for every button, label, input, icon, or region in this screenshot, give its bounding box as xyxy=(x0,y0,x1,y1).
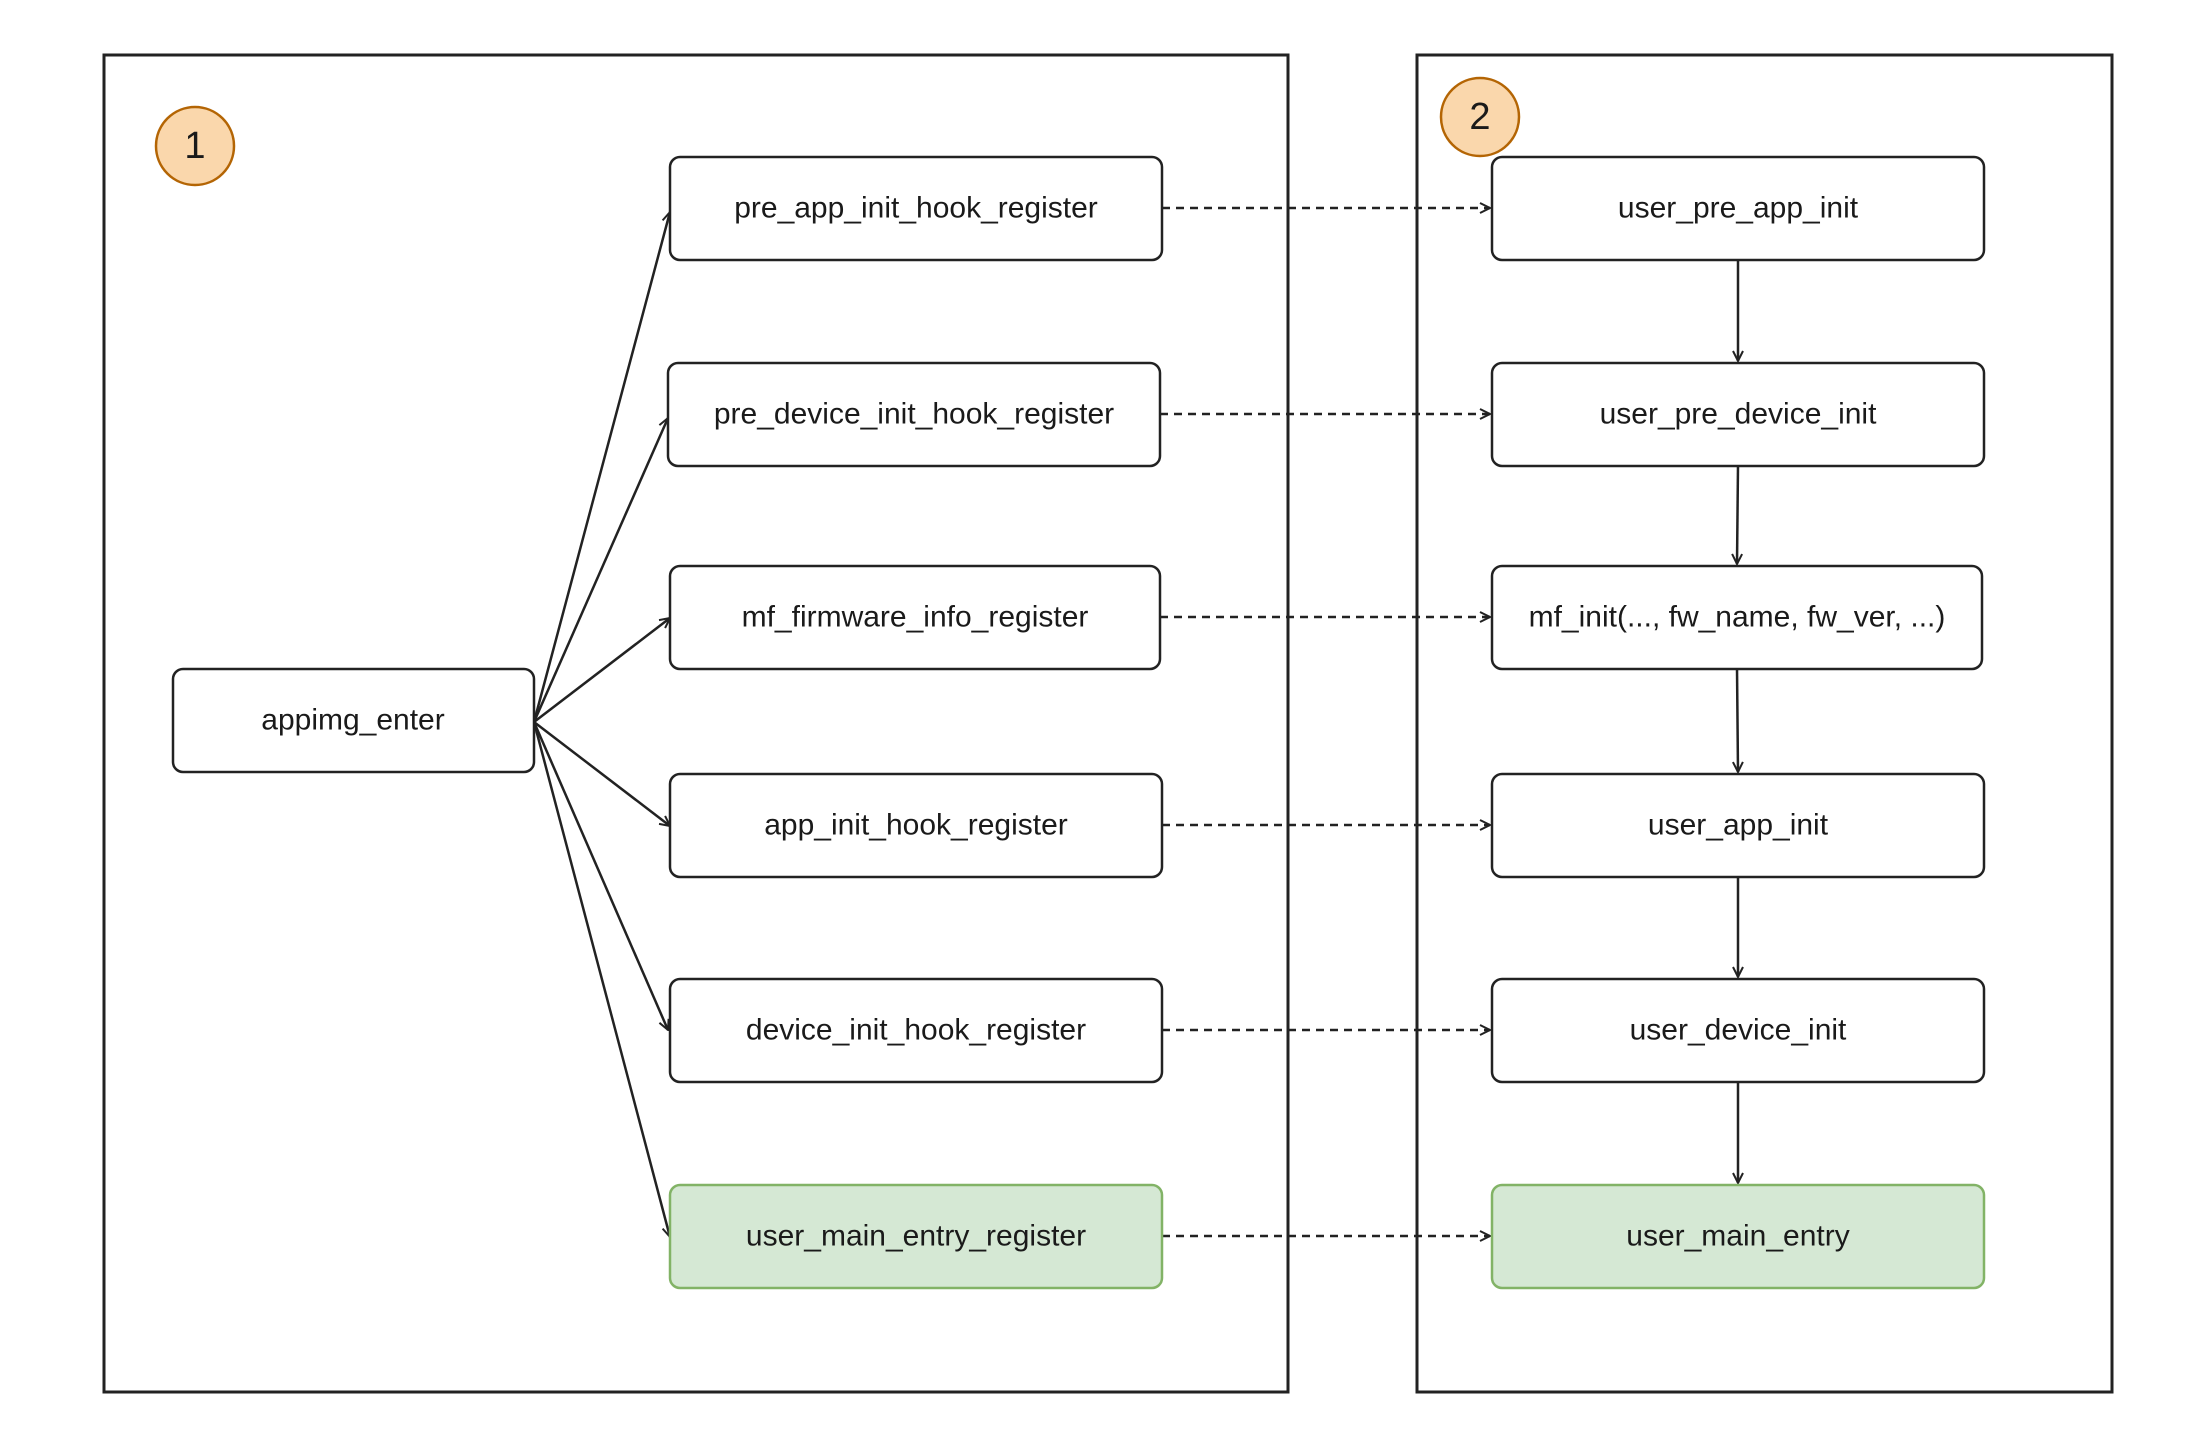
node-user-pre-app-init: user_pre_app_init xyxy=(1490,155,1986,262)
edge-enter-to-mf-firmware-info xyxy=(533,618,670,723)
register-edges xyxy=(1160,208,1490,1236)
node-mf-firmware-info-register-label: mf_firmware_info_register xyxy=(742,601,1089,634)
fanout-edges xyxy=(532,212,670,1237)
node-user-app-init: user_app_init xyxy=(1490,772,1986,879)
sequence-edges xyxy=(1737,259,1738,1183)
edge-mf-init-to-user-app-init xyxy=(1737,667,1738,772)
node-user-main-entry-register-label: user_main_entry_register xyxy=(746,1220,1086,1253)
edge-enter-to-app-init xyxy=(533,721,670,826)
panel-2-badge-label: 2 xyxy=(1469,96,1490,138)
node-appimg-enter: appimg_enter xyxy=(171,667,536,774)
node-device-init-hook-register-label: device_init_hook_register xyxy=(746,1014,1086,1047)
panel-1-badge-label: 1 xyxy=(184,125,205,167)
node-mf-init-label: mf_init(..., fw_name, fw_ver, ...) xyxy=(1529,601,1946,634)
node-user-pre-app-init-label: user_pre_app_init xyxy=(1618,192,1859,225)
node-user-main-entry-label: user_main_entry xyxy=(1626,1220,1849,1253)
panel-2-badge: 2 xyxy=(1439,76,1521,158)
node-pre-app-init-hook-register-label: pre_app_init_hook_register xyxy=(734,192,1098,225)
edge-user-pre-device-init-to-mf-init xyxy=(1737,464,1738,564)
node-pre-device-init-hook-register: pre_device_init_hook_register xyxy=(666,361,1162,468)
left-panel xyxy=(102,53,1290,1394)
node-user-app-init-label: user_app_init xyxy=(1648,809,1829,842)
panel-1-badge: 1 xyxy=(154,105,236,187)
node-device-init-hook-register: device_init_hook_register xyxy=(668,977,1164,1084)
right-panel xyxy=(1415,53,2114,1394)
node-user-main-entry-register: user_main_entry_register xyxy=(668,1183,1164,1290)
node-app-init-hook-register-label: app_init_hook_register xyxy=(764,809,1068,842)
node-appimg-enter-label: appimg_enter xyxy=(261,704,444,737)
node-mf-firmware-info-register: mf_firmware_info_register xyxy=(668,564,1162,671)
edge-enter-to-pre-device-init xyxy=(532,418,668,723)
node-user-pre-device-init: user_pre_device_init xyxy=(1490,361,1986,468)
node-user-device-init: user_device_init xyxy=(1490,977,1986,1084)
node-user-pre-device-init-label: user_pre_device_init xyxy=(1600,398,1878,431)
edge-enter-to-device-init xyxy=(532,721,668,1030)
node-user-main-entry: user_main_entry xyxy=(1490,1183,1986,1290)
edge-enter-to-pre-app-init xyxy=(532,212,670,723)
node-pre-app-init-hook-register: pre_app_init_hook_register xyxy=(668,155,1164,262)
node-mf-init: mf_init(..., fw_name, fw_ver, ...) xyxy=(1490,564,1984,671)
node-pre-device-init-hook-register-label: pre_device_init_hook_register xyxy=(714,398,1114,431)
node-user-device-init-label: user_device_init xyxy=(1630,1014,1847,1047)
edge-enter-to-user-main-entry-register xyxy=(532,721,670,1237)
node-app-init-hook-register: app_init_hook_register xyxy=(668,772,1164,879)
